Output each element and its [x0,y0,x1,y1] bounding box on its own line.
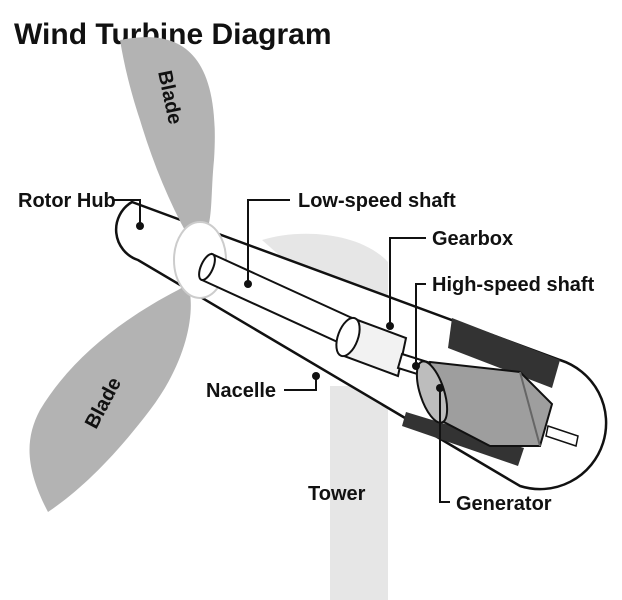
label-tower: Tower [308,483,366,505]
label-nacelle: Nacelle [206,380,276,402]
blade-top [120,37,215,240]
label-rotor-hub: Rotor Hub [18,190,116,212]
label-low-speed-shaft: Low-speed shaft [298,190,456,212]
label-gearbox: Gearbox [432,228,513,250]
generator [415,360,579,447]
label-generator: Generator [456,493,552,515]
heat-sink-bottom [402,412,524,466]
heat-sink-top [448,318,560,388]
blade-bottom [29,284,191,512]
tower [262,233,388,600]
gearbox [335,316,408,378]
leader-lines [114,199,450,503]
label-high-speed-shaft: High-speed shaft [432,274,595,296]
